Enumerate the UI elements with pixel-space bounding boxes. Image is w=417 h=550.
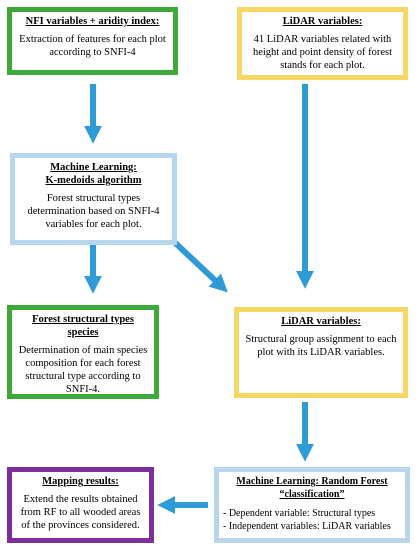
lidar-top-title: LiDAR variables: <box>282 16 363 27</box>
species-box: Forest structural types species Determin… <box>7 305 159 399</box>
lidar-mid-body: Structural group assignment to each plot… <box>245 334 397 358</box>
lidar-top-box: LiDAR variables: 41 LiDAR variables rela… <box>237 7 408 80</box>
lidar-top-body: 41 LiDAR variables related with height a… <box>252 34 393 71</box>
rf-item-dependent: - Dependent variable: Structural types <box>223 508 376 519</box>
lidar-mid-box: LiDAR variables: Structural group assign… <box>234 307 408 398</box>
kmedoids-title-line2: K-medoids algorithm <box>45 175 142 186</box>
rf-item-independent: - Independent variables: LiDAR variables <box>223 521 391 532</box>
nfi-body: Extraction of features for each plot acc… <box>19 34 166 58</box>
rf-title-line1: Machine Learning: Random Forest <box>236 476 388 487</box>
species-body: Determination of main species compositio… <box>18 345 148 395</box>
kmedoids-title-line1: Machine Learning: <box>50 162 137 173</box>
kmedoids-body: Forest structural types determination ba… <box>27 193 160 230</box>
arrow-kmedoids-to-lidar <box>167 235 228 293</box>
nfi-title: NFI variables + aridity index: <box>25 16 160 27</box>
mapping-box: Mapping results: Extend the results obta… <box>7 467 154 543</box>
rf-box: Machine Learning: Random Forest “classif… <box>214 467 410 543</box>
mapping-body: Extend the results obtained from RF to a… <box>20 494 141 531</box>
rf-title-line2: “classification” <box>279 489 345 500</box>
kmedoids-box: Machine Learning: K-medoids algorithm Fo… <box>10 153 177 245</box>
lidar-mid-title: LiDAR variables: <box>281 316 361 327</box>
nfi-box: NFI variables + aridity index: Extractio… <box>7 7 178 75</box>
mapping-title: Mapping results: <box>42 476 119 487</box>
species-title: Forest structural types species <box>32 314 134 338</box>
